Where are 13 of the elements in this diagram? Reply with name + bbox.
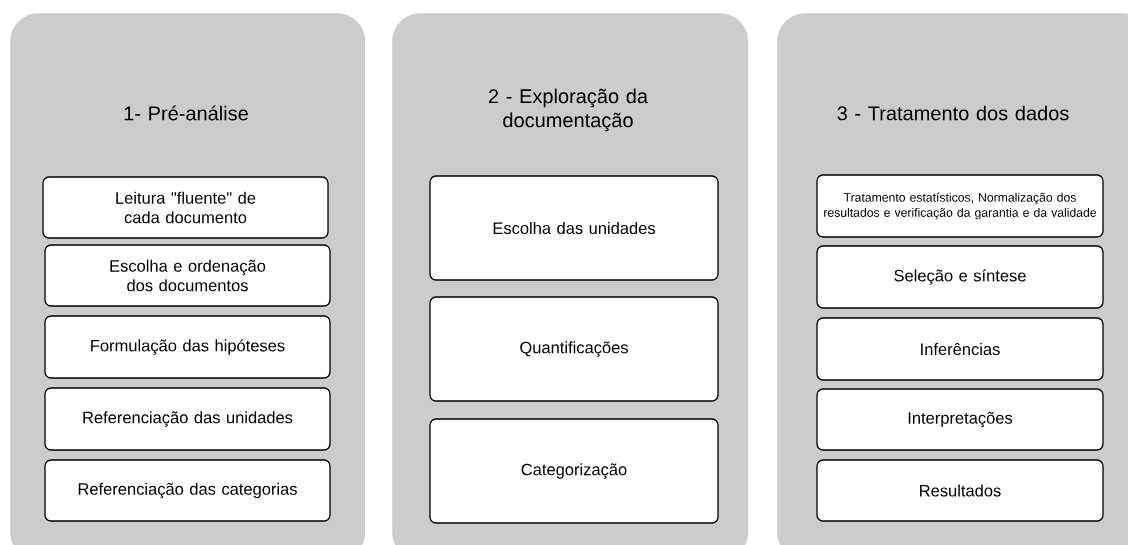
text-box: Escolha e ordenação dos documentos	[44, 244, 331, 307]
text-box: Referenciação das categorias	[44, 459, 331, 522]
text-box: Resultados	[816, 459, 1104, 522]
text-box: Formulação das hipóteses	[44, 315, 331, 379]
text-box: Categorização	[429, 418, 719, 524]
text-box: Seleção e síntese	[816, 245, 1104, 309]
text-box: Quantificações	[429, 296, 719, 402]
text-box: Inferências	[816, 317, 1104, 381]
text-box: Leitura "fluente" de cada documento	[42, 176, 329, 239]
text-box: Referenciação das unidades	[44, 387, 331, 451]
text-box: Escolha das unidades	[429, 175, 719, 281]
text-box: Tratamento estatísticos, Normalização dos resultados e verificação da garantia e da validade	[816, 174, 1104, 238]
text-box: Interpretações	[816, 388, 1104, 451]
